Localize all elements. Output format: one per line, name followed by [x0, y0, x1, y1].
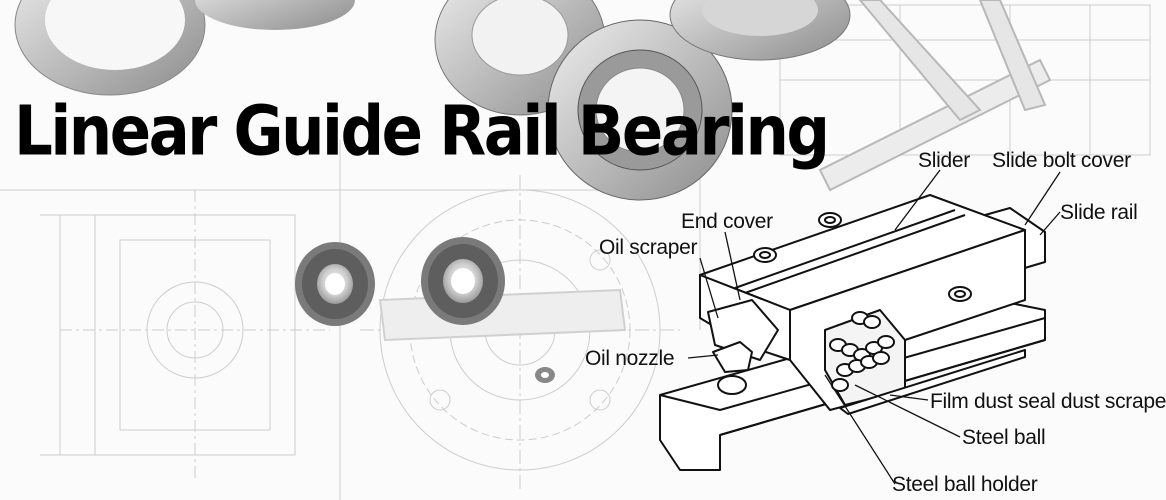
label-film-dust-seal: Film dust seal dust scraper [930, 390, 1166, 413]
label-slide-rail: Slide rail [1060, 201, 1138, 224]
oil-scraper-block [707, 299, 779, 361]
label-steel-ball-holder: Steel ball holder [892, 473, 1038, 496]
label-slider: Slider [918, 149, 970, 172]
page-title: Linear Guide Rail Bearing [14, 92, 830, 172]
film-dust-seal [839, 349, 1026, 415]
bearing-photos-top [14, 0, 851, 201]
caliper [378, 0, 1052, 342]
steel-balls [829, 311, 895, 392]
sealed-bearings [295, 237, 555, 383]
label-steel-ball: Steel ball [962, 426, 1046, 449]
leader-lines [687, 169, 1061, 485]
oil-nozzle [712, 341, 753, 373]
label-oil-nozzle: Oil nozzle [585, 347, 675, 370]
label-oil-scraper: Oil scraper [599, 236, 698, 259]
label-end-cover: End cover [681, 210, 773, 233]
label-slide-bolt-cover: Slide bolt cover [992, 149, 1131, 172]
